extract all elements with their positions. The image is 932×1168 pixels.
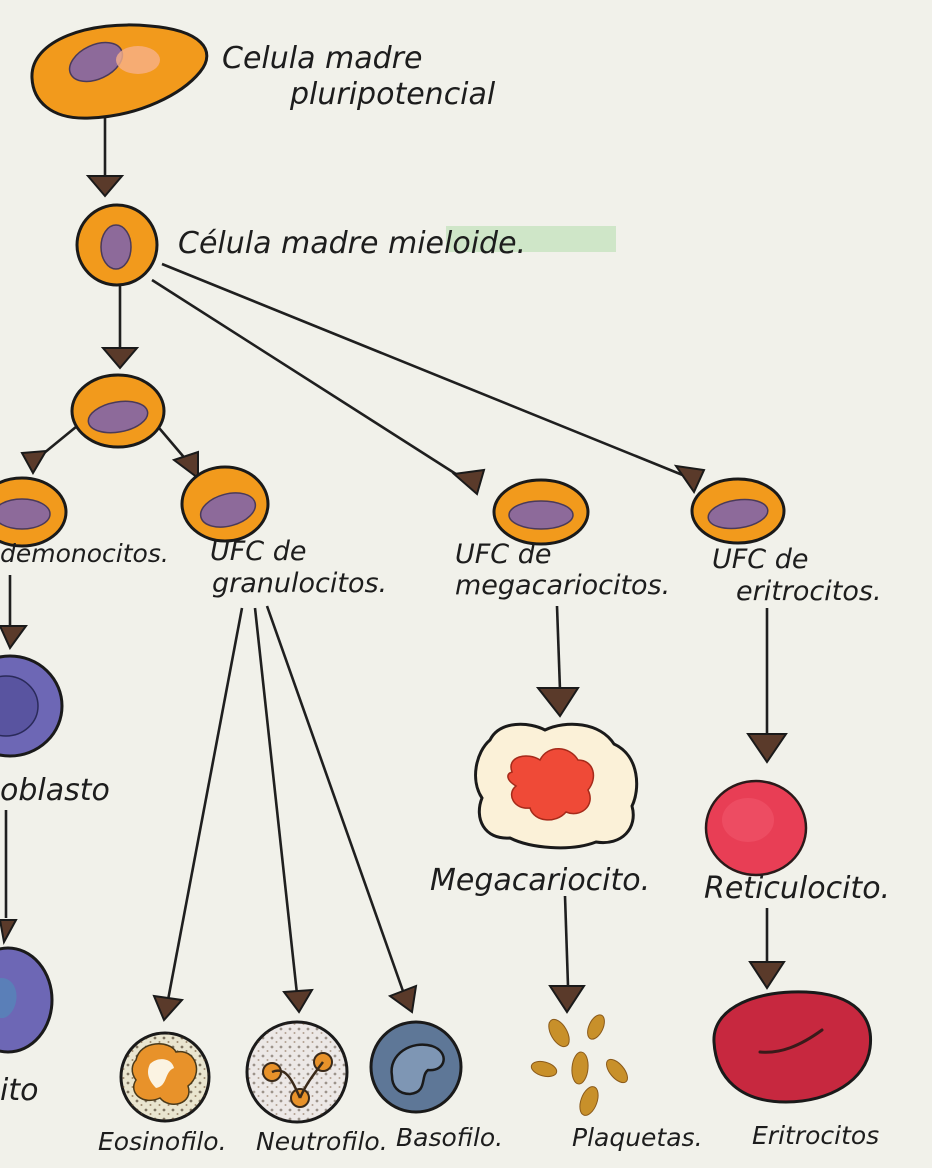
monoblast-cell xyxy=(0,656,62,756)
label-stem-cell-line1: Celula madre xyxy=(222,41,422,76)
myeloid-progenitor-cell xyxy=(72,375,164,447)
label-erythrocyte-ufc-line1: UFC de xyxy=(712,544,808,575)
label-megakaryocyte-ufc-line1: UFC de xyxy=(455,539,551,570)
erythrocyte-cell xyxy=(714,992,871,1102)
label-platelets: Plaquetas. xyxy=(572,1123,703,1152)
platelets xyxy=(530,1012,632,1118)
label-stem-cell-line2: pluripotencial xyxy=(289,77,496,112)
label-eosinophil: Eosinofilo. xyxy=(98,1127,227,1156)
eosinophil-cell xyxy=(121,1033,209,1121)
megakaryocyte-cell xyxy=(476,724,637,848)
label-monocyte-ufc: demonocitos. xyxy=(0,539,169,568)
label-basophil: Basofilo. xyxy=(396,1123,503,1152)
neutrophil-cell xyxy=(247,1022,347,1122)
ufc-granulocitos-cell xyxy=(182,467,268,541)
label-monocyte: ito xyxy=(0,1073,38,1108)
label-monoblast: oblasto xyxy=(0,773,110,808)
label-reticulocyte: Reticulocito. xyxy=(704,871,890,906)
myeloid-stem-cell xyxy=(77,205,157,285)
label-megakaryocyte: Megacariocito. xyxy=(430,863,650,898)
label-erythrocyte-ufc-line2: eritrocitos. xyxy=(736,576,882,607)
monocyte-cell xyxy=(0,948,52,1052)
label-erythrocyte: Eritrocitos xyxy=(752,1121,879,1150)
pluripotent-stem-cell xyxy=(32,25,207,118)
label-megakaryocyte-ufc-line2: megacariocitos. xyxy=(455,570,670,601)
reticulocyte-cell xyxy=(706,781,806,875)
ufc-monocitos-cell xyxy=(0,478,66,546)
label-granulocyte-ufc-line1: UFC de xyxy=(210,536,306,567)
label-granulocyte-ufc-line2: granulocitos. xyxy=(212,568,387,599)
basophil-cell xyxy=(371,1022,461,1112)
label-neutrophil: Neutrofilo. xyxy=(256,1127,388,1156)
label-myeloid-stem: Célula madre mieloide. xyxy=(178,226,526,261)
ufc-eritrocitos-cell xyxy=(692,479,784,543)
ufc-megacariocitos-cell xyxy=(494,480,588,544)
